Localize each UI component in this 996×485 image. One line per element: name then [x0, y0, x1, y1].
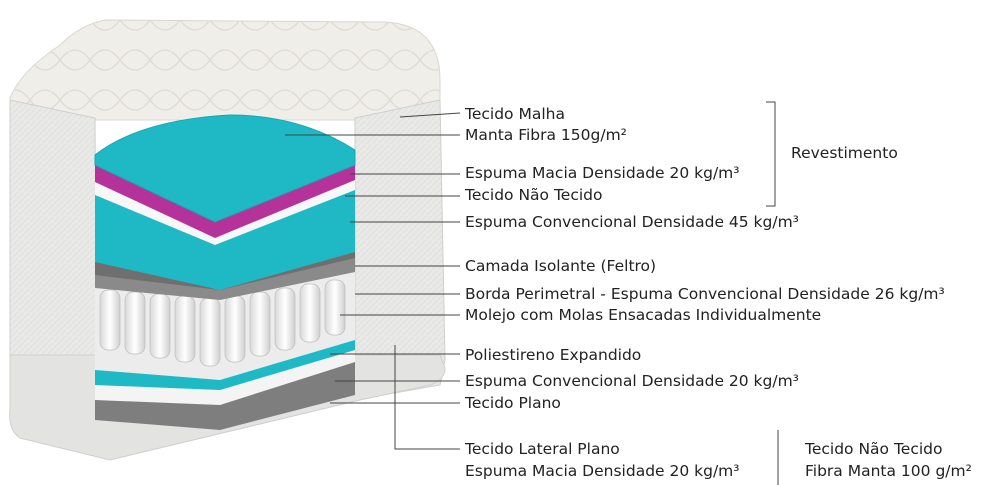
label-tecido-malha: Tecido Malha: [465, 105, 565, 123]
group-label-revestimento: Revestimento: [791, 144, 898, 162]
label-poliestireno: Poliestireno Expandido: [465, 346, 642, 364]
label-tecido-nao-tecido-bottom: Tecido Não Tecido: [805, 440, 943, 458]
label-espuma-macia-top: Espuma Macia Densidade 20 kg/m³: [465, 164, 740, 182]
label-manta-fibra: Manta Fibra 150g/m²: [465, 126, 627, 144]
label-camada-isolante: Camada Isolante (Feltro): [465, 257, 657, 275]
label-tecido-plano: Tecido Plano: [465, 394, 561, 412]
label-tecido-nao-tecido-top: Tecido Não Tecido: [465, 186, 603, 204]
label-espuma-conv-20: Espuma Convencional Densidade 20 kg/m³: [465, 372, 799, 390]
label-espuma-macia-bottom: Espuma Macia Densidade 20 kg/m³: [465, 462, 740, 480]
label-fibra-manta-100: Fibra Manta 100 g/m²: [805, 462, 972, 480]
leader-lines: [285, 101, 779, 485]
label-tecido-lateral-plano: Tecido Lateral Plano: [465, 440, 620, 458]
label-molejo: Molejo com Molas Ensacadas Individualmen…: [465, 306, 822, 324]
label-borda-perimetral: Borda Perimetral - Espuma Convencional D…: [465, 285, 945, 303]
label-espuma-conv-45: Espuma Convencional Densidade 45 kg/m³: [465, 213, 799, 231]
cutaway-layers: [94, 114, 356, 430]
